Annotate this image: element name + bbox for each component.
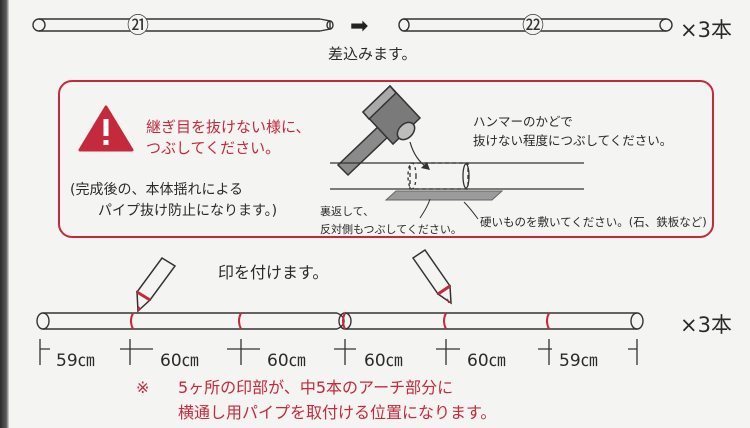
reverse-leader-line bbox=[419, 198, 431, 219]
pipe-22-number: ㉒ bbox=[522, 14, 544, 39]
insert-label: 差込みます。 bbox=[328, 45, 417, 63]
measurement-2: 60㎝ bbox=[160, 351, 199, 371]
pipe-21-number: ㉑ bbox=[127, 14, 149, 39]
warning-box bbox=[58, 80, 714, 238]
red-marks bbox=[130, 312, 550, 330]
hard-object-instruction: 硬いものを敷いてください。(石、鉄板など) bbox=[480, 215, 707, 229]
long-pipe-left bbox=[36, 312, 345, 330]
measurement-6: 59㎝ bbox=[559, 351, 598, 371]
pencil-icon-left bbox=[135, 256, 177, 313]
measurement-3: 60㎝ bbox=[267, 351, 306, 371]
measurement-4: 60㎝ bbox=[364, 351, 403, 371]
dimension-line bbox=[39, 339, 638, 365]
measurement-5: 60㎝ bbox=[467, 351, 506, 371]
hard-plate bbox=[384, 190, 504, 201]
pipe-21-number-bg bbox=[128, 15, 148, 35]
warning-title: 継ぎ目を抜けない様に、 つぶしてください。 bbox=[146, 118, 311, 157]
quantity-label-top: ×3本 bbox=[680, 18, 732, 42]
pipe-21 bbox=[32, 18, 334, 32]
plate-leader-line bbox=[463, 201, 479, 220]
footnote-mark: ※ bbox=[136, 378, 150, 397]
mark-label: 印を付けます。 bbox=[218, 263, 329, 282]
hammer-arrow-head bbox=[421, 162, 430, 170]
dimension-label-bgs bbox=[50, 340, 628, 362]
page-edge-shadow bbox=[0, 0, 9, 428]
long-pipe-right bbox=[338, 312, 644, 330]
measurement-1: 59㎝ bbox=[56, 351, 95, 371]
footnote: ※ 5ヶ所の印部が、中5本のアーチ部分に 横通し用パイプを取付ける位置になります。 bbox=[136, 375, 496, 425]
arrow-right-icon: ➡ bbox=[350, 14, 368, 39]
warning-note: (完成後の、本体揺れによる パイプ抜け防止になります。) bbox=[70, 182, 278, 219]
reverse-instruction: 裏返して、 反対側もつぶしてください。 bbox=[320, 205, 462, 236]
joint-diagram bbox=[330, 162, 584, 190]
quantity-label-bottom: ×3本 bbox=[680, 313, 732, 337]
footnote-text: 5ヶ所の印部が、中5本のアーチ部分に 横通し用パイプを取付ける位置になります。 bbox=[178, 378, 497, 422]
hammer-icon bbox=[336, 84, 422, 177]
pipe-22-number-bg bbox=[523, 15, 543, 35]
hammer-instruction: ハンマーのかどで 抜けない程度につぶしてください。 bbox=[473, 114, 673, 148]
pencil-icon-right bbox=[411, 248, 452, 305]
warning-icon bbox=[78, 105, 134, 152]
